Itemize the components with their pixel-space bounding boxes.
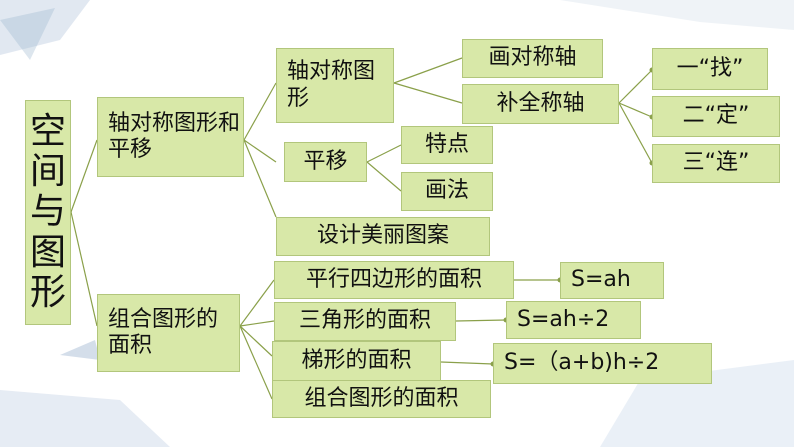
node-translation-features: 特点 <box>401 126 493 164</box>
step-find: 一“找” <box>652 48 768 90</box>
node-composite-area: 组合图形的面积 <box>272 380 491 418</box>
node-trapezoid-area: 梯形的面积 <box>272 341 441 381</box>
formula-parallelogram: S=ah <box>560 262 664 299</box>
step-connect: 三“连” <box>652 144 780 183</box>
node-translation: 平移 <box>284 142 367 182</box>
step-fix: 二“定” <box>652 96 780 137</box>
node-design: 设计美丽图案 <box>276 217 490 256</box>
node-translation-method: 画法 <box>401 172 493 211</box>
branch-symmetry-translation: 轴对称图形和平移 <box>97 97 244 177</box>
node-parallelogram-area: 平行四边形的面积 <box>274 261 514 299</box>
node-draw-axis: 画对称轴 <box>462 39 603 78</box>
formula-triangle: S=ah÷2 <box>506 301 641 339</box>
node-complete-axis: 补全称轴 <box>462 84 619 124</box>
root-node: 空间与图形 <box>25 100 71 325</box>
node-axis-figure: 轴对称图形 <box>276 48 394 123</box>
formula-trapezoid: S=（a+b)h÷2 <box>493 343 712 384</box>
node-triangle-area: 三角形的面积 <box>274 302 456 341</box>
branch-composite-area: 组合图形的面积 <box>97 294 240 372</box>
